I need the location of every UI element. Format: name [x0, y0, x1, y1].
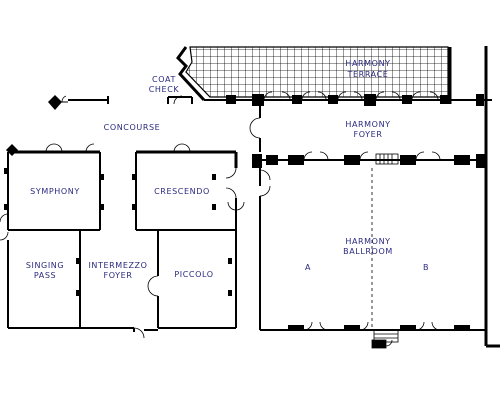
- crescendo-room[interactable]: [132, 150, 238, 231]
- intermezzo-foyer-label-line1: INTERMEZZO: [88, 261, 147, 270]
- harmony-ballroom-label-line1: HARMONY: [345, 237, 390, 246]
- section-b-label: B: [423, 263, 429, 272]
- lower-west-block: [7, 230, 237, 329]
- symphony-doors[interactable]: [0, 143, 95, 241]
- coat-check-label-line2: CHECK: [149, 85, 180, 94]
- singing-pass-label-line2: PASS: [34, 271, 56, 280]
- terrace-doors[interactable]: [263, 91, 439, 101]
- terrace-west-wall: [176, 46, 206, 102]
- harmony-terrace-area[interactable]: [185, 46, 449, 98]
- harmony-ballroom-label-line2: BALLROOM: [343, 247, 393, 256]
- ballroom-north-wall: [252, 154, 486, 168]
- northwest-wall-fixture: [48, 95, 109, 110]
- coat-check-label-line1: COAT: [152, 75, 176, 84]
- ballroom-north-fixture: [375, 153, 399, 165]
- ballroom-south-doors[interactable]: [303, 321, 441, 331]
- ballroom-north-doors[interactable]: [303, 151, 441, 161]
- harmony-foyer-label-line2: FOYER: [354, 130, 383, 139]
- ballroom-south-fixture: [371, 329, 399, 349]
- intermezzo-foyer-label-line2: FOYER: [104, 271, 133, 280]
- concourse-label: CONCOURSE: [104, 123, 161, 132]
- ballroom-west-doors[interactable]: [259, 169, 271, 197]
- harmony-foyer-label-line1: HARMONY: [345, 120, 390, 129]
- crescendo-doors[interactable]: [173, 143, 245, 211]
- ballroom-south-wall-features: [288, 325, 470, 331]
- piccolo-label: PICCOLO: [174, 270, 213, 279]
- upper-column-wall: [204, 94, 492, 106]
- symphony-label: SYMPHONY: [30, 187, 80, 196]
- harmony-terrace-label-line2: TERRACE: [347, 70, 389, 79]
- symphony-room[interactable]: [4, 144, 104, 231]
- lower-west-doors[interactable]: [133, 275, 159, 339]
- piccolo-room[interactable]: [159, 231, 235, 327]
- coat-check[interactable]: [167, 95, 193, 105]
- singing-pass-label-line1: SINGING: [26, 261, 64, 270]
- harmony-ballroom[interactable]: [259, 168, 486, 331]
- section-a-label: A: [305, 263, 311, 272]
- crescendo-label: CRESCENDO: [154, 187, 210, 196]
- harmony-terrace-label-line1: HARMONY: [345, 59, 390, 68]
- harmony-foyer-west-wall: [249, 104, 261, 152]
